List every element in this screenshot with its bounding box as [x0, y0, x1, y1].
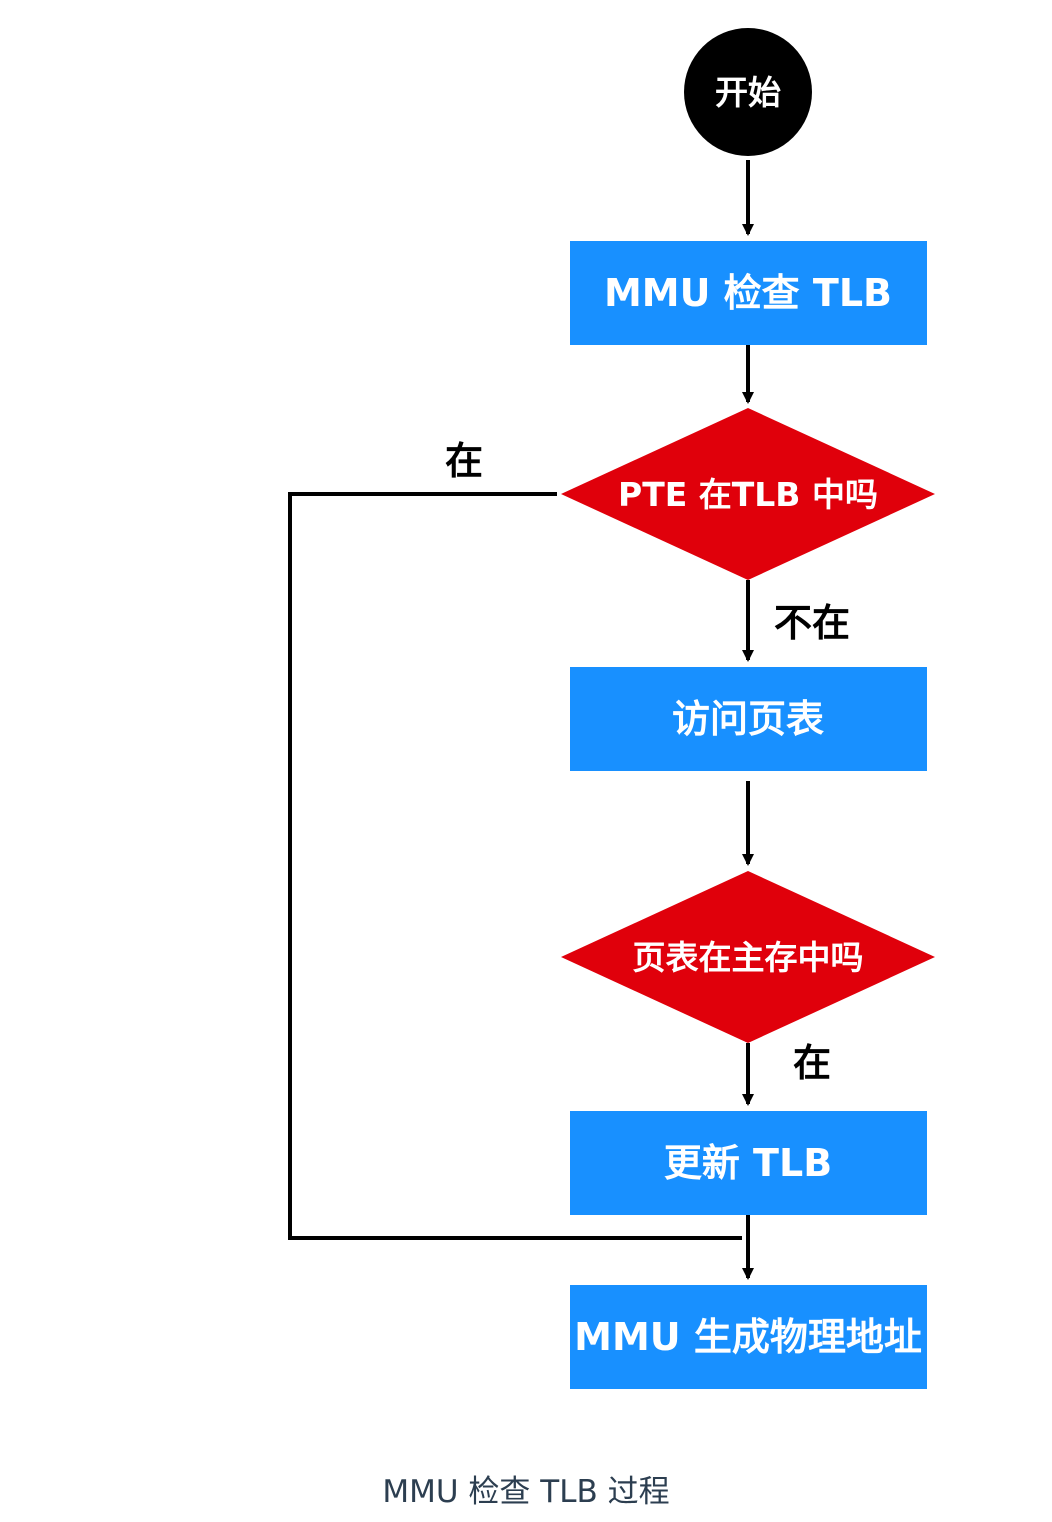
- generate-physical-address-label: MMU 生成物理地址: [574, 1315, 922, 1359]
- check-tlb-box: [570, 241, 927, 345]
- access-page-table-box: [570, 667, 927, 771]
- update-tlb-box: [570, 1111, 927, 1215]
- memory-yes-label: 在: [793, 1041, 831, 1085]
- diagram-caption: MMU 检查 TLB 过程: [382, 1474, 670, 1510]
- update-tlb-label: 更新 TLB: [664, 1141, 832, 1185]
- page-table-in-memory-label: 页表在主存中吗: [633, 938, 864, 977]
- start-node: [684, 28, 812, 156]
- generate-physical-address-box: [570, 1285, 927, 1389]
- access-page-table-label: 访问页表: [672, 697, 824, 741]
- pte-in-tlb-label: PTE 在TLB 中吗: [618, 475, 878, 514]
- pte-in-tlb-decision: [561, 408, 935, 580]
- page-table-in-memory-decision: [561, 871, 935, 1043]
- start-label: 开始: [715, 73, 781, 112]
- pte-yes-label: 在: [445, 439, 483, 483]
- check-tlb-label: MMU 检查 TLB: [604, 271, 892, 315]
- pte-yes-path: [288, 492, 742, 1240]
- pte-no-label: 不在: [774, 601, 850, 645]
